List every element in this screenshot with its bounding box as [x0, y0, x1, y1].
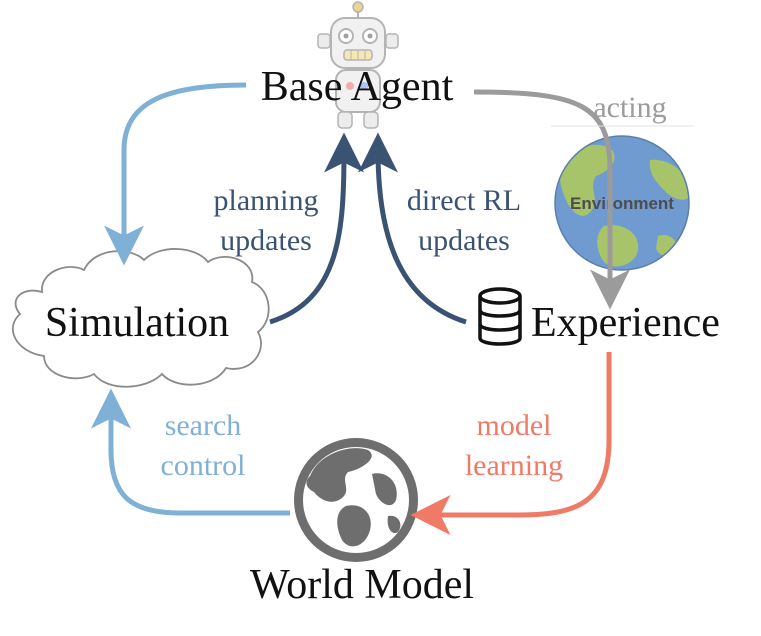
- simulation-label: Simulation: [45, 300, 229, 346]
- search-label-line2: control: [161, 449, 246, 482]
- arrow-acting: [473, 89, 630, 310]
- model-label-line2: learning: [465, 449, 563, 482]
- database-icon: [478, 287, 522, 346]
- planning-label-line2: updates: [220, 224, 312, 257]
- search-label-line1: search: [165, 409, 242, 442]
- globe-icon: [294, 438, 418, 562]
- arrow-model-learning: [410, 352, 612, 535]
- arrow-planning-updates: [269, 132, 364, 325]
- base-agent-label: Base Agent: [261, 64, 454, 110]
- arrow-direct-rl-updates: [358, 132, 467, 325]
- direct-rl-label-line1: direct RL: [407, 184, 521, 217]
- model-label-line1: model: [477, 409, 552, 442]
- world-model-label: World Model: [250, 562, 474, 608]
- planning-label-line1: planning: [214, 184, 319, 217]
- experience-label: Experience: [531, 300, 720, 346]
- arrow-search-control: [91, 388, 290, 516]
- earth-icon: Environment: [554, 135, 690, 271]
- environment-label: Environment: [570, 194, 674, 213]
- arrow-agent-to-simulation: [104, 82, 247, 266]
- acting-label: acting: [593, 91, 666, 124]
- robot-icon: [317, 1, 399, 129]
- direct-rl-label-line2: updates: [418, 224, 510, 257]
